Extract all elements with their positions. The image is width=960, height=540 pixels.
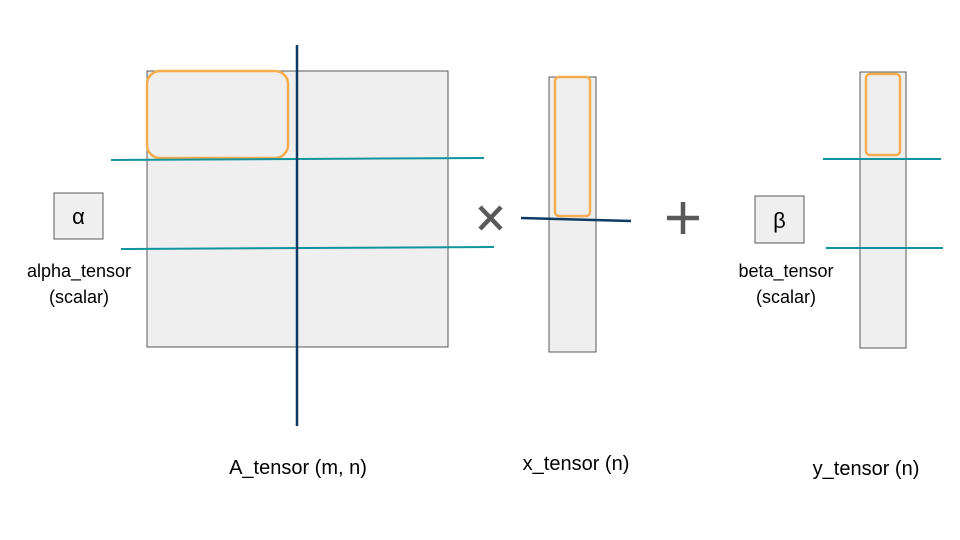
beta-box <box>754 195 805 244</box>
alpha-symbol: α <box>72 204 85 229</box>
beta-name-label: beta_tensor <box>738 261 833 282</box>
beta-symbol: β <box>773 208 786 233</box>
alpha-scalar: α alpha_tensor (scalar) <box>27 192 131 307</box>
a-tensor-row-split-bottom <box>120 246 495 250</box>
a-tensor-matrix: A_tensor (m, n) <box>110 45 495 479</box>
y-tensor-vector: y_tensor (n) <box>813 71 943 480</box>
plus-icon <box>667 202 699 234</box>
a-tensor-label: A_tensor (m, n) <box>229 457 367 479</box>
alpha-name-label: alpha_tensor <box>27 261 131 282</box>
x-tensor-split <box>520 216 632 223</box>
beta-scalar: β beta_tensor (scalar) <box>738 195 834 307</box>
x-tensor-vector: x_tensor (n) <box>520 75 632 475</box>
y-tensor-label: y_tensor (n) <box>813 458 920 480</box>
alpha-box <box>53 192 104 240</box>
y-tensor-tile-highlight <box>864 72 902 157</box>
x-tensor-tile-highlight <box>553 75 592 218</box>
multiply-icon <box>478 205 503 231</box>
x-tensor-label: x_tensor (n) <box>523 453 630 475</box>
alpha-kind-label: (scalar) <box>49 287 109 307</box>
beta-kind-label: (scalar) <box>756 287 816 307</box>
y-tensor-block <box>859 71 907 349</box>
a-tensor-tile-highlight <box>145 69 290 160</box>
